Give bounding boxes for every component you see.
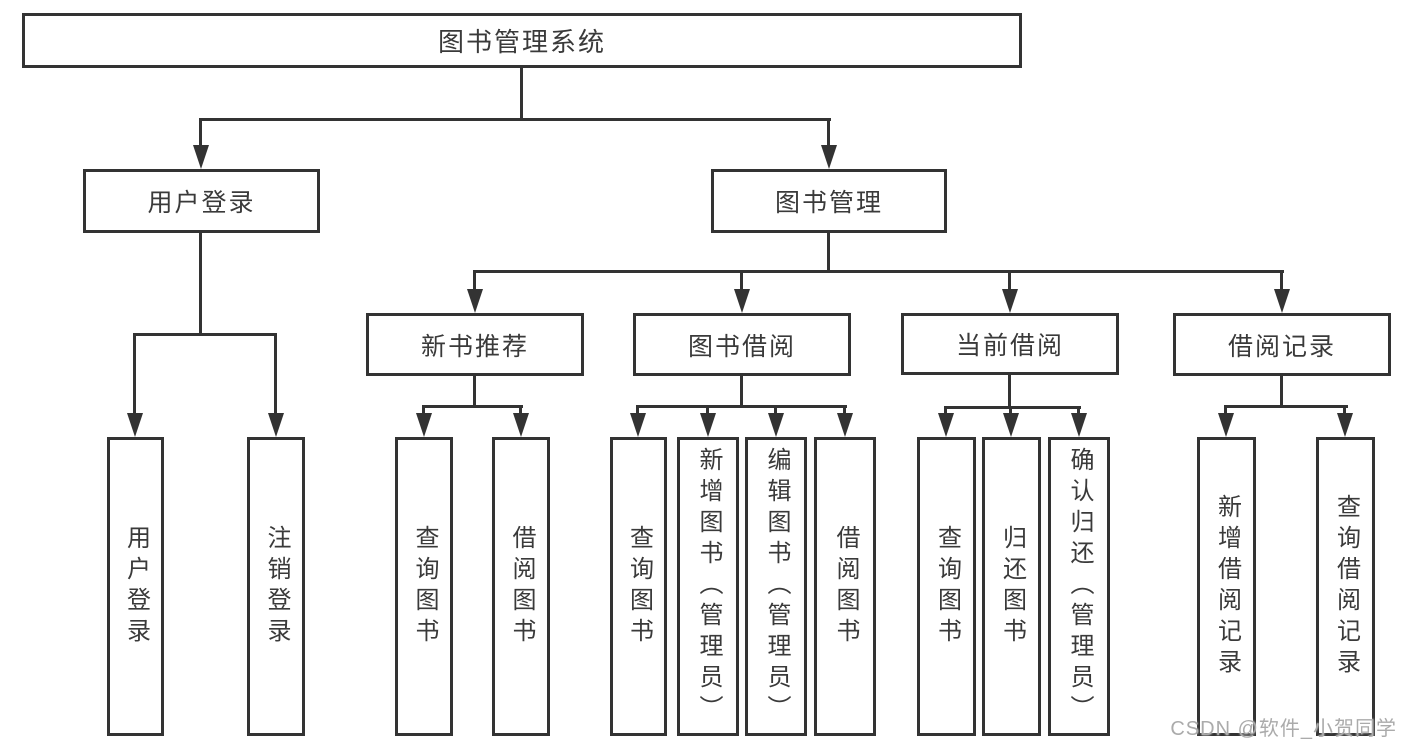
connector-line [1009, 406, 1012, 415]
connector-line [944, 406, 1081, 409]
leaf-current-query: 查询图书 [917, 437, 976, 736]
connector-line [636, 405, 639, 415]
connector-line [199, 118, 831, 121]
connector-line [133, 333, 277, 336]
leaf-current-confirm-label: 确认归还（管理员） [1066, 447, 1093, 726]
arrow-down-icon [1337, 413, 1353, 437]
connector-line [1280, 376, 1283, 408]
leaf-newbooks-query: 查询图书 [395, 437, 453, 736]
leaf-user-login: 用户登录 [107, 437, 164, 736]
arrow-down-icon [513, 413, 529, 437]
connector-line [199, 118, 202, 148]
connector-line [473, 270, 1284, 273]
arrow-down-icon [467, 289, 483, 313]
connector-line [740, 376, 743, 408]
connector-line [740, 270, 743, 292]
node-current-borrow: 当前借阅 [901, 313, 1119, 375]
arrow-down-icon [734, 289, 750, 313]
connector-line [519, 405, 522, 415]
connector-line [636, 405, 847, 408]
leaf-records-add: 新增借阅记录 [1197, 437, 1256, 736]
arrow-down-icon [193, 145, 209, 169]
node-new-books: 新书推荐 [366, 313, 584, 376]
leaf-current-return-label: 归还图书 [998, 524, 1026, 649]
connector-line [199, 233, 202, 336]
leaf-borrow-add: 新增图书（管理员） [677, 437, 739, 736]
leaf-borrow-query: 查询图书 [610, 437, 667, 736]
arrow-down-icon [1218, 413, 1234, 437]
leaf-records-query: 查询借阅记录 [1316, 437, 1375, 736]
connector-line [1343, 405, 1346, 415]
leaf-newbooks-borrow-label: 借阅图书 [508, 524, 535, 649]
connector-line [1008, 375, 1011, 409]
arrow-down-icon [821, 145, 837, 169]
node-book-mgmt-label: 图书管理 [774, 189, 883, 217]
node-new-books-label: 新书推荐 [420, 332, 529, 361]
connector-line [133, 333, 136, 415]
leaf-newbooks-borrow: 借阅图书 [492, 437, 550, 736]
leaf-borrow-edit: 编辑图书（管理员） [745, 437, 807, 736]
arrow-down-icon [700, 413, 716, 437]
leaf-borrow-edit-label: 编辑图书（管理员） [763, 447, 790, 726]
arrow-down-icon [1274, 289, 1290, 313]
connector-line [274, 333, 277, 415]
connector-line [1280, 270, 1283, 292]
connector-line [827, 233, 830, 273]
leaf-records-add-label: 新增借阅记录 [1213, 493, 1241, 680]
arrow-down-icon [127, 413, 143, 437]
leaf-current-confirm: 确认归还（管理员） [1048, 437, 1110, 736]
node-book-mgmt: 图书管理 [711, 169, 947, 233]
node-root-label: 图书管理系统 [437, 27, 606, 57]
arrow-down-icon [1002, 289, 1018, 313]
leaf-user-login-label: 用户登录 [122, 524, 150, 649]
connector-line [473, 376, 476, 408]
arrow-down-icon [938, 413, 954, 437]
connector-line [774, 405, 777, 415]
leaf-borrow-query-label: 查询图书 [625, 524, 653, 649]
leaf-logout: 注销登录 [247, 437, 305, 736]
node-root: 图书管理系统 [22, 13, 1022, 68]
connector-line [1008, 270, 1011, 292]
node-user-login-label: 用户登录 [147, 189, 256, 217]
connector-line [944, 406, 947, 415]
connector-line [1224, 405, 1348, 408]
arrow-down-icon [837, 413, 853, 437]
connector-line [1224, 405, 1227, 415]
connector-line [422, 405, 425, 415]
node-book-borrow-label: 图书借阅 [687, 332, 796, 361]
leaf-borrow-borrow-label: 借阅图书 [832, 524, 859, 649]
node-user-login: 用户登录 [83, 169, 320, 233]
arrow-down-icon [768, 413, 784, 437]
leaf-records-query-label: 查询借阅记录 [1332, 493, 1360, 680]
node-borrow-records: 借阅记录 [1173, 313, 1391, 376]
arrow-down-icon [1003, 413, 1019, 437]
leaf-current-return: 归还图书 [982, 437, 1041, 736]
connector-line [827, 118, 830, 148]
leaf-newbooks-query-label: 查询图书 [411, 524, 438, 649]
arrow-down-icon [268, 413, 284, 437]
arrow-down-icon [1071, 413, 1087, 437]
arrow-down-icon [630, 413, 646, 437]
connector-line [1077, 406, 1080, 415]
leaf-current-query-label: 查询图书 [933, 524, 961, 649]
connector-line [473, 270, 476, 292]
leaf-logout-label: 注销登录 [263, 524, 290, 649]
node-current-borrow-label: 当前借阅 [955, 332, 1064, 360]
connector-line [706, 405, 709, 415]
leaf-borrow-borrow: 借阅图书 [814, 437, 876, 736]
node-borrow-records-label: 借阅记录 [1227, 332, 1336, 361]
arrow-down-icon [416, 413, 432, 437]
node-book-borrow: 图书借阅 [633, 313, 851, 376]
connector-line [422, 405, 523, 408]
connector-line [843, 405, 846, 415]
leaf-borrow-add-label: 新增图书（管理员） [695, 447, 722, 726]
csdn-watermark: CSDN @软件_小贺同学 [1170, 718, 1397, 740]
connector-line [520, 68, 523, 120]
